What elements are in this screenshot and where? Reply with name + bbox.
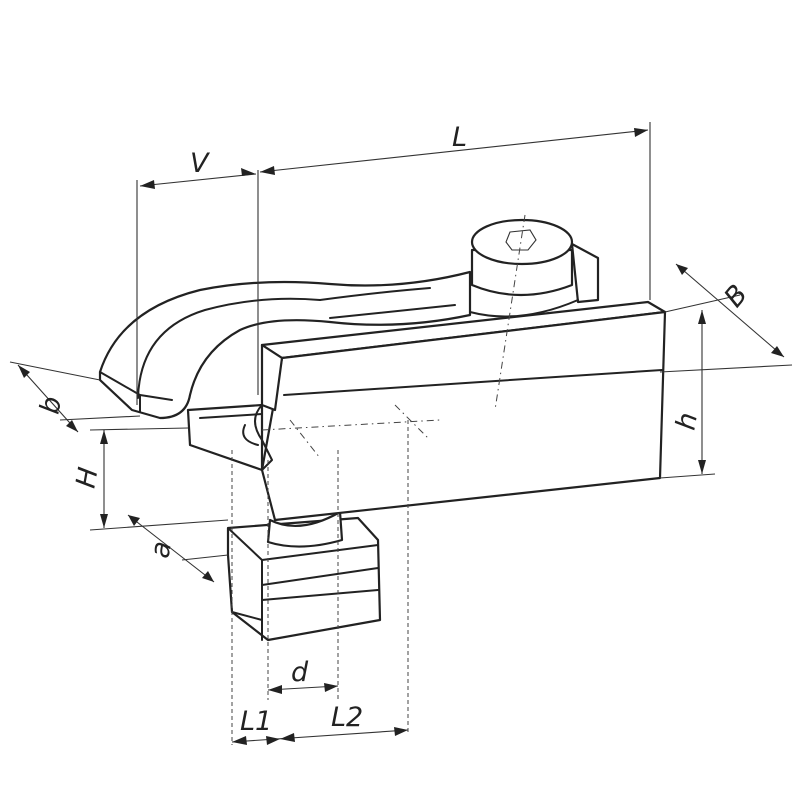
label-b: b xyxy=(35,394,69,416)
label-B: B xyxy=(718,279,754,313)
label-H: H xyxy=(71,465,105,490)
label-L2: L2 xyxy=(331,702,363,733)
label-V: V xyxy=(190,148,211,179)
dimension-lines xyxy=(9,122,793,743)
dimension-arrows xyxy=(18,128,784,745)
label-h: h xyxy=(671,410,705,432)
label-L1: L1 xyxy=(240,706,272,737)
clamp-arm xyxy=(98,270,472,420)
base-block xyxy=(186,403,264,472)
label-L: L xyxy=(452,122,467,153)
label-a: a xyxy=(145,539,178,561)
screw-head xyxy=(469,218,600,318)
center-lines xyxy=(231,214,526,745)
clamping-bar xyxy=(242,300,667,522)
label-d: d xyxy=(291,657,309,688)
t-slot-nut xyxy=(226,516,382,642)
bolt-shank xyxy=(266,510,344,548)
